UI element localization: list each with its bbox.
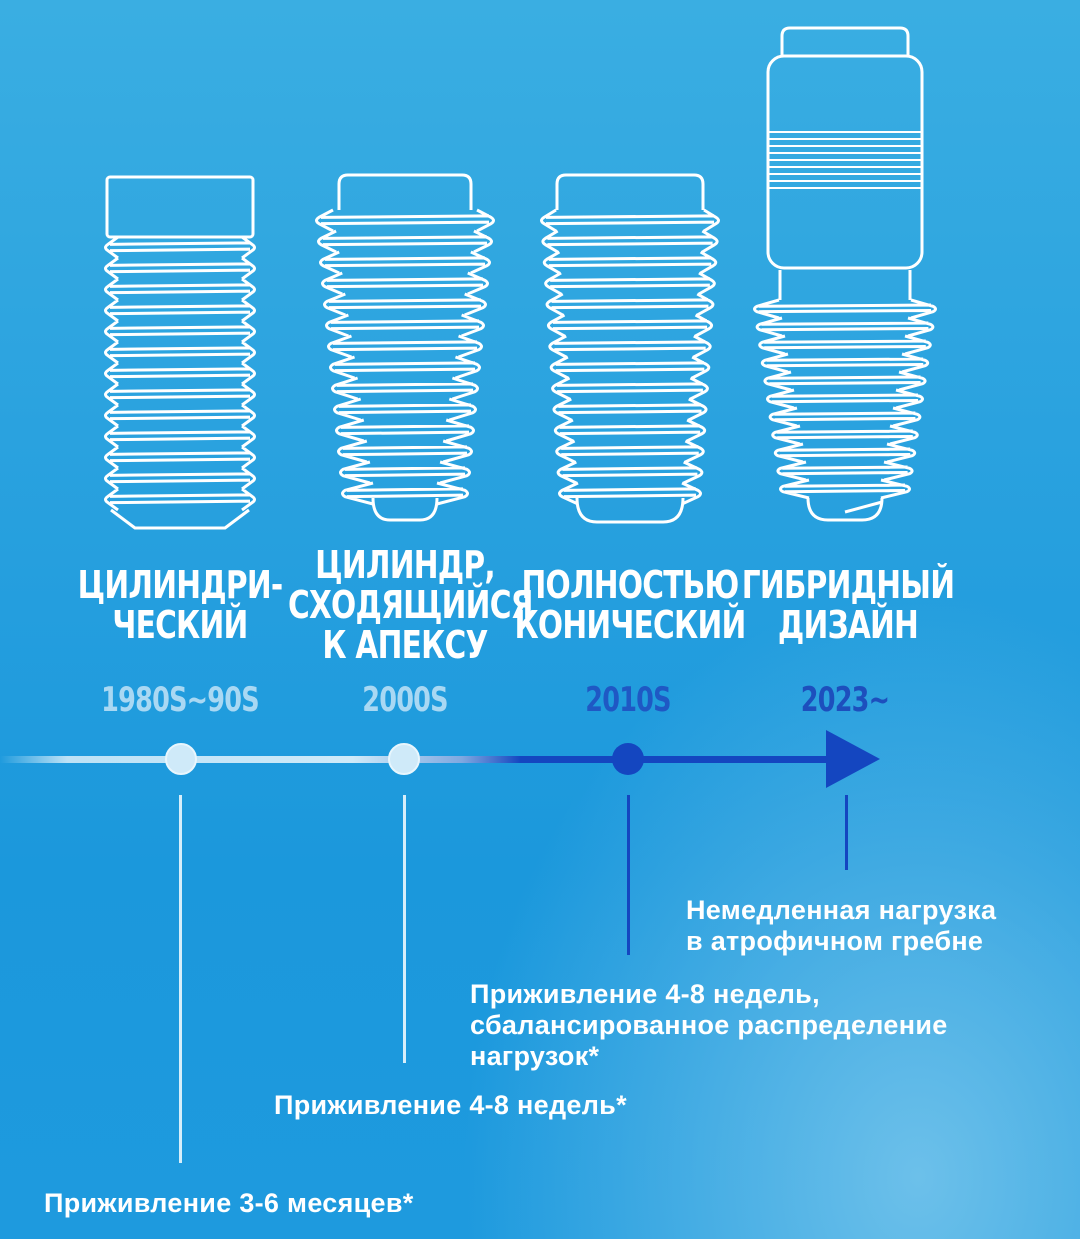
note-2023: Немедленная нагрузка в атрофичном гребне [686,895,997,956]
year-label-1980s-90s: 1980S~90S [101,680,260,720]
timeline-arrowhead [826,730,880,788]
stage-title-fully-tapered: ПОЛНОСТЬЮ КОНИЧЕСКИЙ [514,563,746,647]
tapered-apex-implant-icon [315,173,495,522]
year-label-2000s: 2000S [362,680,448,720]
note-2010s: Приживление 4-8 недель, сбалансированное… [470,979,948,1071]
cylindrical-implant-icon [104,175,256,530]
hybrid-implant-icon [753,26,937,522]
timeline-tick-2010s [627,795,630,955]
stage-title-hybrid: ГИБРИДНЫЙ ДИЗАЙН [741,563,955,647]
timeline-line [0,756,840,763]
timeline-dot-2000s [388,743,420,775]
timeline-axis [0,730,880,1163]
timeline-tick-2000s [403,795,406,1063]
stage-title-tapered-apex: ЦИЛИНДР, СХОДЯЩИЙСЯ К АПЕКСУ [288,543,533,667]
note-2000s: Приживление 4-8 недель* [274,1090,627,1120]
timeline-tick-1980s [179,795,182,1163]
timeline-tick-2023 [845,795,848,870]
fully-tapered-implant-icon [540,173,720,524]
year-label-2010s: 2010S [585,680,671,720]
timeline-dot-2010s [612,743,644,775]
timeline-dot-1980s [165,743,197,775]
year-label-2023: 2023~ [800,680,890,720]
stage-title-cylindrical: ЦИЛИНДРИ- ЧЕСКИЙ [77,563,284,647]
note-1980s: Приживление 3-6 месяцев* [44,1188,414,1218]
